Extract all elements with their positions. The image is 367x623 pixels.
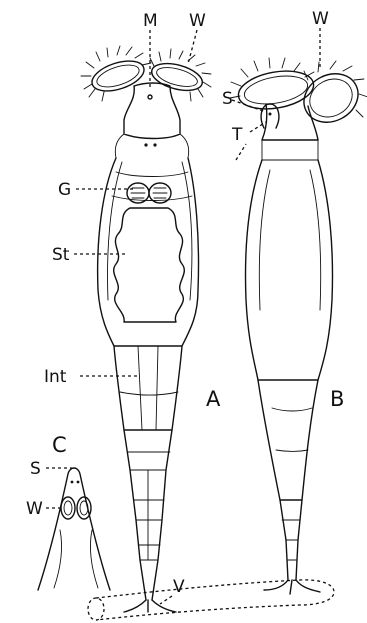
wheel-organ-right-a [149, 49, 211, 101]
label-foot: V [173, 577, 185, 597]
label-figure-c: C [52, 433, 67, 457]
substrate [88, 580, 334, 620]
label-gizzard: G [58, 180, 71, 200]
label-sensory-c: S [30, 459, 41, 479]
trunk-a [98, 158, 199, 346]
label-figure-a: A [206, 387, 221, 411]
rotifer-b [230, 58, 367, 594]
rotifer-detail-c [38, 468, 110, 590]
label-figure-b: B [330, 387, 344, 411]
head-a [124, 83, 180, 139]
tentacle-b [261, 104, 279, 128]
wheel-organ-left-b [230, 58, 317, 114]
label-mouth: M [143, 11, 158, 31]
foot-a [124, 600, 176, 612]
label-stomach: St [52, 245, 70, 265]
label-wheel-organ-a: W [189, 11, 206, 31]
label-tentacle: T [231, 125, 243, 145]
stomach-a [114, 208, 185, 322]
label-wheel-organ-b: W [312, 9, 329, 29]
rotifer-a [81, 46, 211, 612]
label-sensory-b: S [222, 89, 233, 109]
wheel-organ-left-a [81, 46, 151, 101]
label-intestine: Int [44, 367, 67, 387]
trunk-b [246, 160, 333, 380]
label-wheel-organ-c: W [26, 499, 43, 519]
